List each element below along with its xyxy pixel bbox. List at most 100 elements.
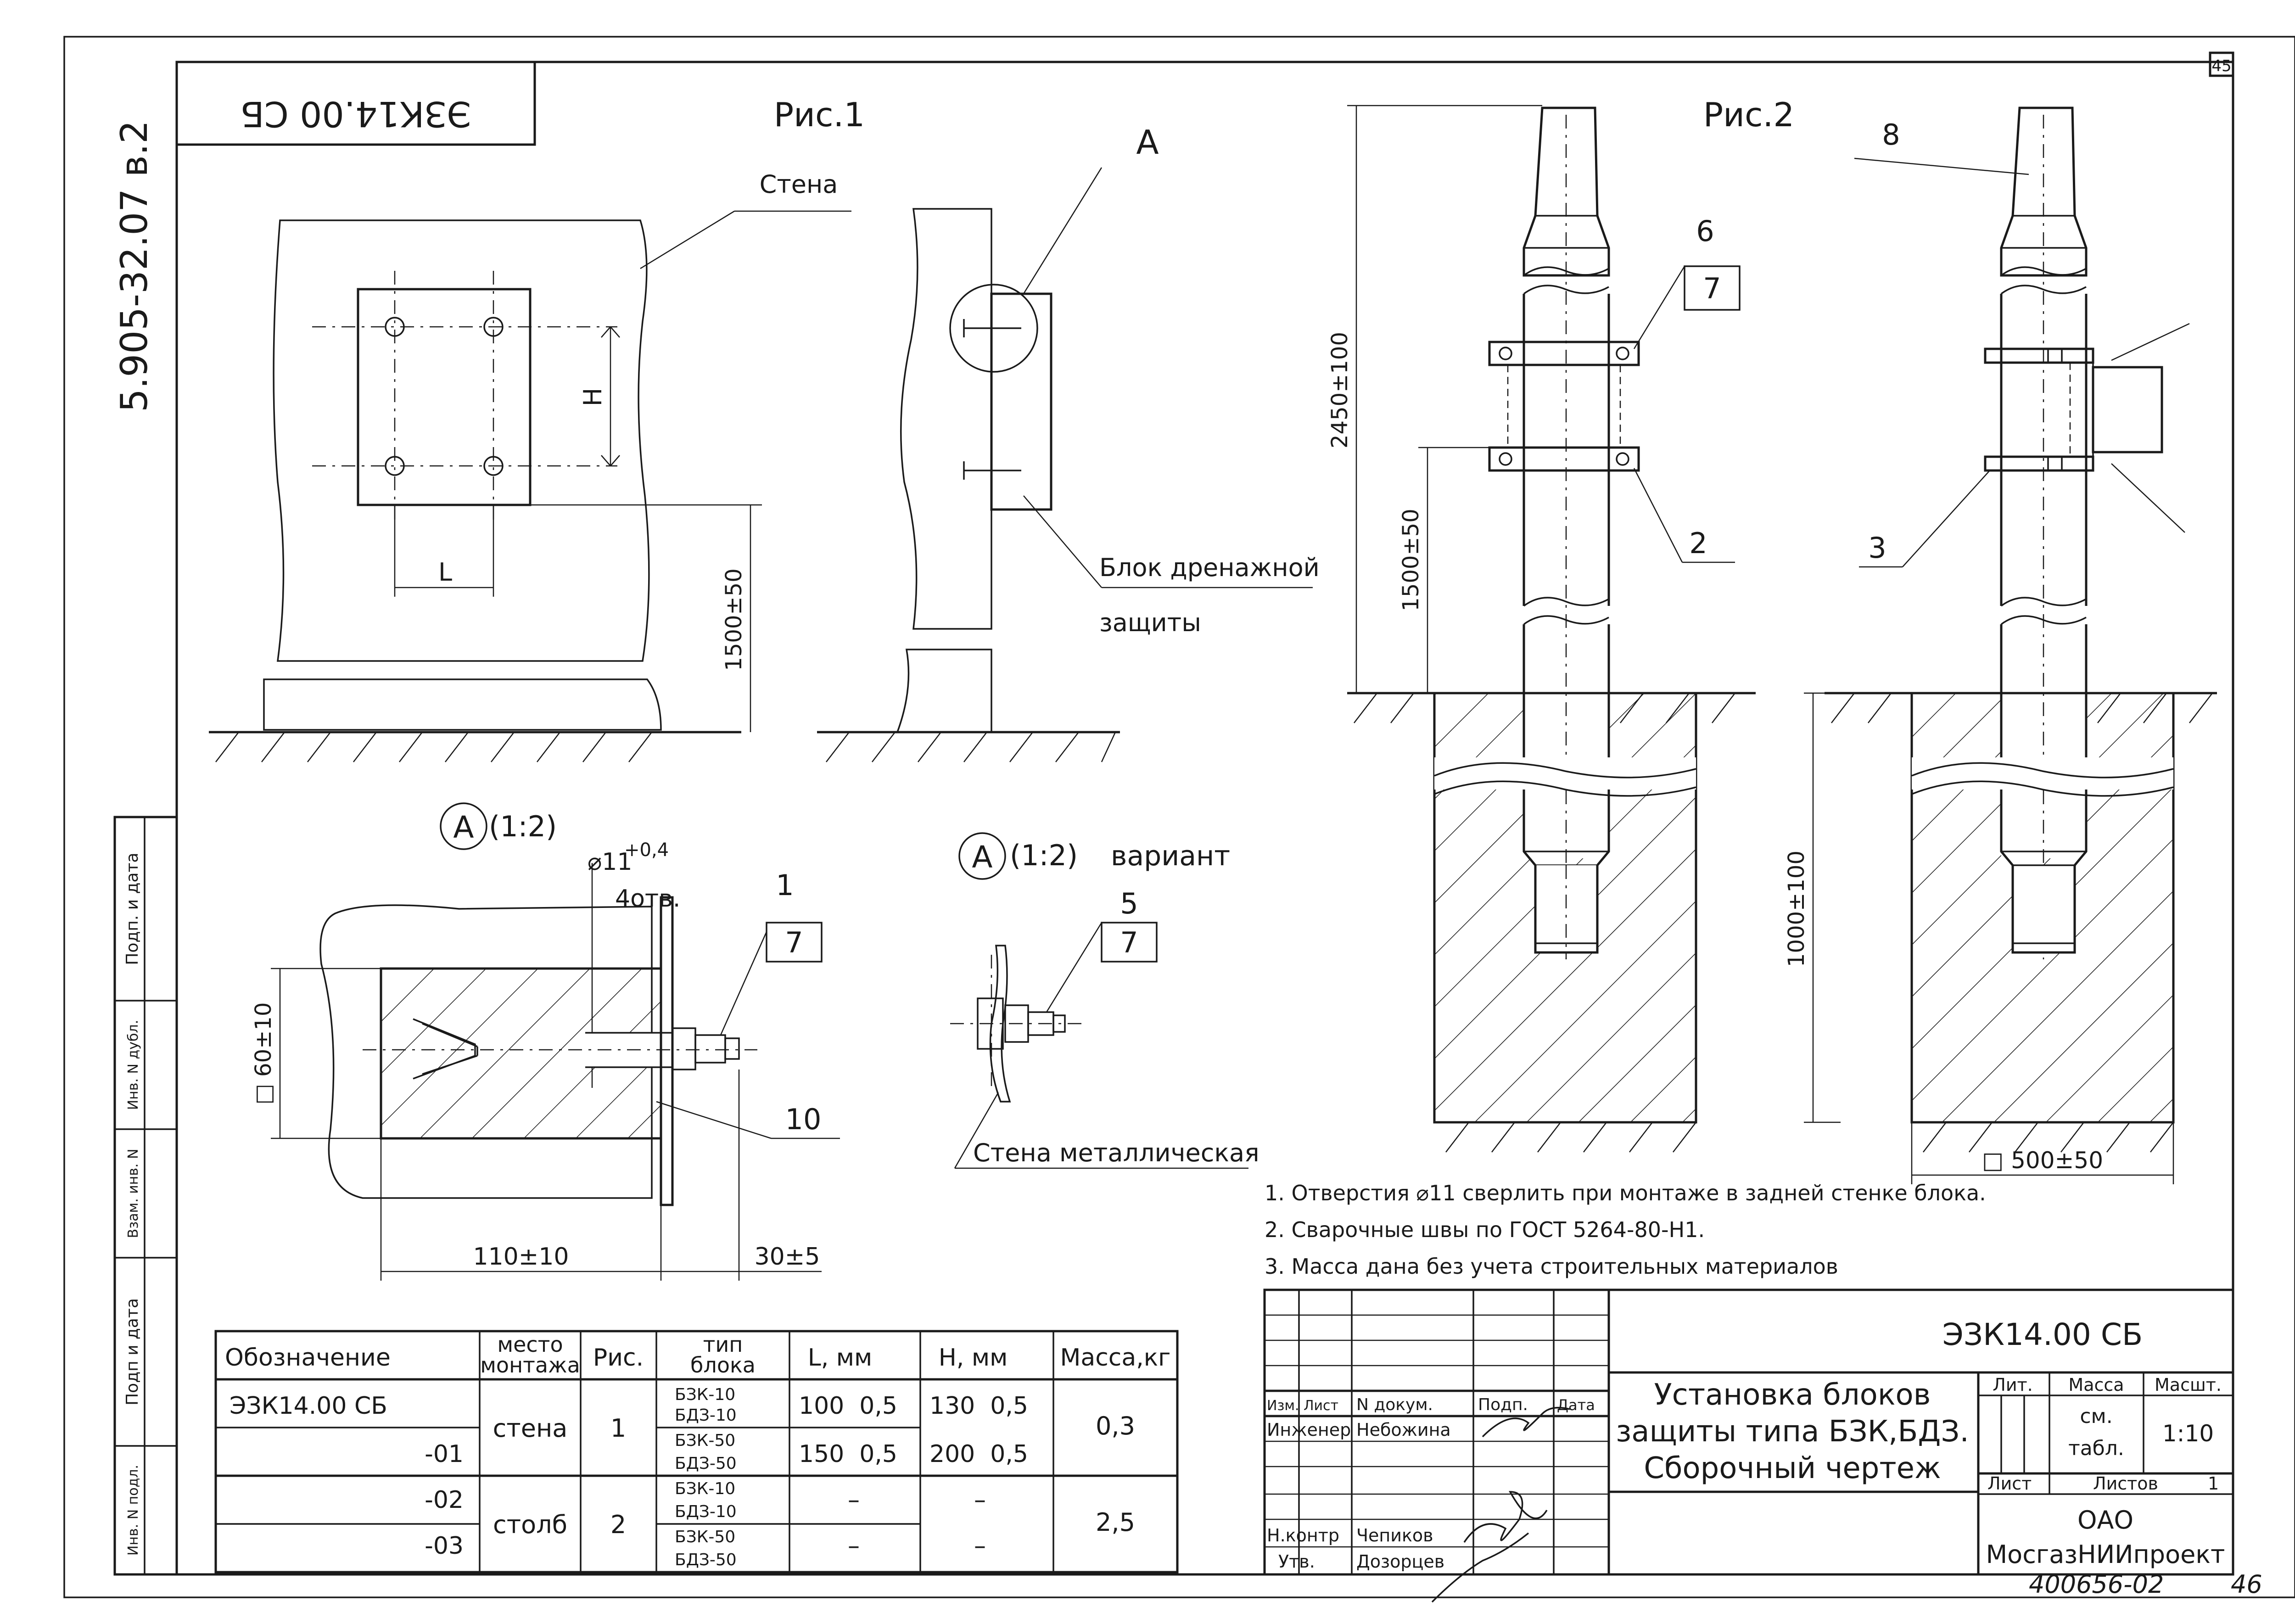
side-stamp (113, 816, 178, 1576)
table-row-2-type-2: БДЗ-50 (675, 1454, 737, 1473)
detailA-pos7: 7 (785, 926, 803, 959)
table-row-4-designation: -03 (425, 1532, 464, 1560)
side-code: 5.905-32.07 в.2 (113, 120, 156, 412)
fig2-dimensions (1347, 105, 1841, 1123)
detailA-scale: (1:2) (489, 810, 557, 843)
table-row-3-designation: -02 (425, 1486, 464, 1514)
table-header-h: H, мм (939, 1344, 1008, 1372)
spec-table (214, 1330, 1179, 1574)
fig1-wall-side (817, 167, 1313, 762)
fig2-dim-500: □ 500±50 (1982, 1147, 2103, 1174)
table-row-3-h: – (974, 1486, 986, 1514)
table-row-3-type-1: БЗК-10 (675, 1479, 735, 1498)
title-name-control: Чепиков (1356, 1525, 1433, 1546)
detailA-variant-pos7: 7 (1120, 926, 1138, 959)
table-row-2-h: 200 0,5 (929, 1440, 1028, 1468)
table-row-1-type-2: БДЗ-10 (675, 1406, 737, 1425)
title-role-control: Н.контр (1267, 1525, 1339, 1546)
detailA-variant-word: вариант (1111, 840, 1230, 872)
table-row-2-designation: -01 (425, 1440, 464, 1468)
sheet-number: 45 (2211, 57, 2231, 75)
table-row-1-l: 100 0,5 (799, 1392, 897, 1420)
title-col-izm: Изм. (1267, 1398, 1299, 1414)
table-header-designation: Обозначение (225, 1344, 391, 1372)
title-name-1: Установка блоков (1654, 1378, 1931, 1412)
detailA-hole-count: 4отв. (615, 885, 680, 913)
table-row-4-h: – (974, 1532, 986, 1560)
title-block (1263, 1288, 2234, 1576)
title-lit: Лит. (1993, 1375, 2033, 1395)
note-1: 1. Отверстия ⌀11 сверлить при монтаже в … (1265, 1181, 1986, 1205)
detailA-dim-30: 30±5 (755, 1243, 820, 1271)
detailA-variant-pos5: 5 (1120, 887, 1138, 920)
table-header-l: L, мм (808, 1344, 873, 1372)
fig2-pit-right (1825, 692, 2217, 1184)
title-role-approve: Утв. (1278, 1551, 1315, 1572)
fig2-pos7: 7 (1703, 272, 1721, 305)
table-mass-1: 0,3 (1096, 1411, 1135, 1440)
table-fig-2: 2 (610, 1510, 626, 1539)
title-col-date: Дата (1557, 1396, 1595, 1414)
fig1-block-plate (312, 271, 617, 523)
detailA-pos10: 10 (785, 1103, 822, 1136)
detailA-hole: ⌀11 (588, 848, 632, 876)
fig2-pos6: 6 (1696, 214, 1714, 248)
side-stamp-label-5: Инв. N подл. (125, 1465, 141, 1556)
detailA-pos1: 1 (776, 868, 794, 902)
detailA-variant-wall: Стена металлическая (973, 1138, 1259, 1167)
title-name-3: Сборочный чертеж (1644, 1451, 1941, 1485)
fig1-wall-label: Стена (760, 170, 838, 199)
table-header-type-2: блока (690, 1353, 756, 1378)
footer-code: 400656-02 (2029, 1570, 2164, 1599)
table-row-4-type-2: БДЗ-50 (675, 1551, 737, 1569)
title-mass: Масса (2068, 1375, 2124, 1395)
note-3: 3. Масса дана без учета строительных мат… (1265, 1254, 1838, 1279)
note-2: 2. Сварочные швы по ГОСТ 5264-80-Н1. (1265, 1217, 1705, 1242)
table-row-2-type-1: БЗК-50 (675, 1431, 735, 1450)
title-role-engineer: Инженер (1267, 1420, 1351, 1440)
fig2-pos3: 3 (1868, 531, 1886, 565)
side-stamp-label-2: Инв. N дубл. (125, 1020, 141, 1110)
title-mass-value-2: табл. (2068, 1437, 2124, 1460)
side-stamp-label-4: Подп и дата (123, 1298, 142, 1406)
fig1-wall-front (209, 219, 741, 762)
title-org-1: ОАО (2077, 1506, 2133, 1534)
fig2-dim-1500: 1500±50 (1398, 509, 1424, 611)
table-row-3-l: – (848, 1486, 860, 1514)
table-row-3-type-2: БДЗ-10 (675, 1502, 737, 1521)
title-org-2: МосгазНИИпроект (1986, 1540, 2225, 1569)
fig1-dim-height: 1500±50 (721, 568, 747, 671)
title-scale-value: 1:10 (2162, 1420, 2214, 1447)
title-col-doc: N докум. (1356, 1395, 1433, 1414)
detailA-variant-view (950, 922, 1248, 1169)
fig1-dimension-height (530, 504, 762, 732)
signatures (1431, 1406, 1570, 1603)
title-col-sign: Подп. (1478, 1395, 1528, 1414)
fig1-block-label-2: защиты (1099, 608, 1201, 637)
detailA-section: □ 60±10 (251, 1002, 276, 1105)
title-doc-code: ЭЗК14.00 СБ (1942, 1317, 2143, 1352)
fig2-title: Рис.2 (1703, 95, 1795, 134)
fig2-pos8: 8 (1882, 118, 1900, 151)
fig1-dim-h: H (578, 388, 607, 407)
side-stamp-label-3: Взам. инв. N (125, 1149, 141, 1238)
fig1-title: Рис.1 (774, 95, 865, 134)
table-place-post: столб (493, 1510, 567, 1539)
fig1-dim-l: L (438, 558, 452, 587)
table-row-1-type-1: БЗК-10 (675, 1385, 735, 1404)
detailA-dim-110: 110±10 (473, 1243, 569, 1271)
table-row-2-l: 150 0,5 (799, 1440, 897, 1468)
fig2-dim-2450: 2450±100 (1327, 332, 1353, 448)
table-row-1-designation: ЭЗК14.00 СБ (230, 1392, 387, 1420)
footer-page: 46 (2231, 1570, 2262, 1599)
table-header-place-1: место (497, 1332, 563, 1357)
table-row-1-h: 130 0,5 (929, 1392, 1028, 1420)
detailA-variant-mark: А (972, 840, 992, 875)
title-name-approve: Дозорцев (1356, 1551, 1444, 1572)
table-header-fig: Рис. (593, 1344, 644, 1372)
detailA-mark: А (453, 810, 474, 845)
title-sheet: Лист (1987, 1473, 2032, 1494)
table-header-type-1: тип (703, 1332, 743, 1357)
title-name-engineer: Небожина (1356, 1420, 1451, 1440)
